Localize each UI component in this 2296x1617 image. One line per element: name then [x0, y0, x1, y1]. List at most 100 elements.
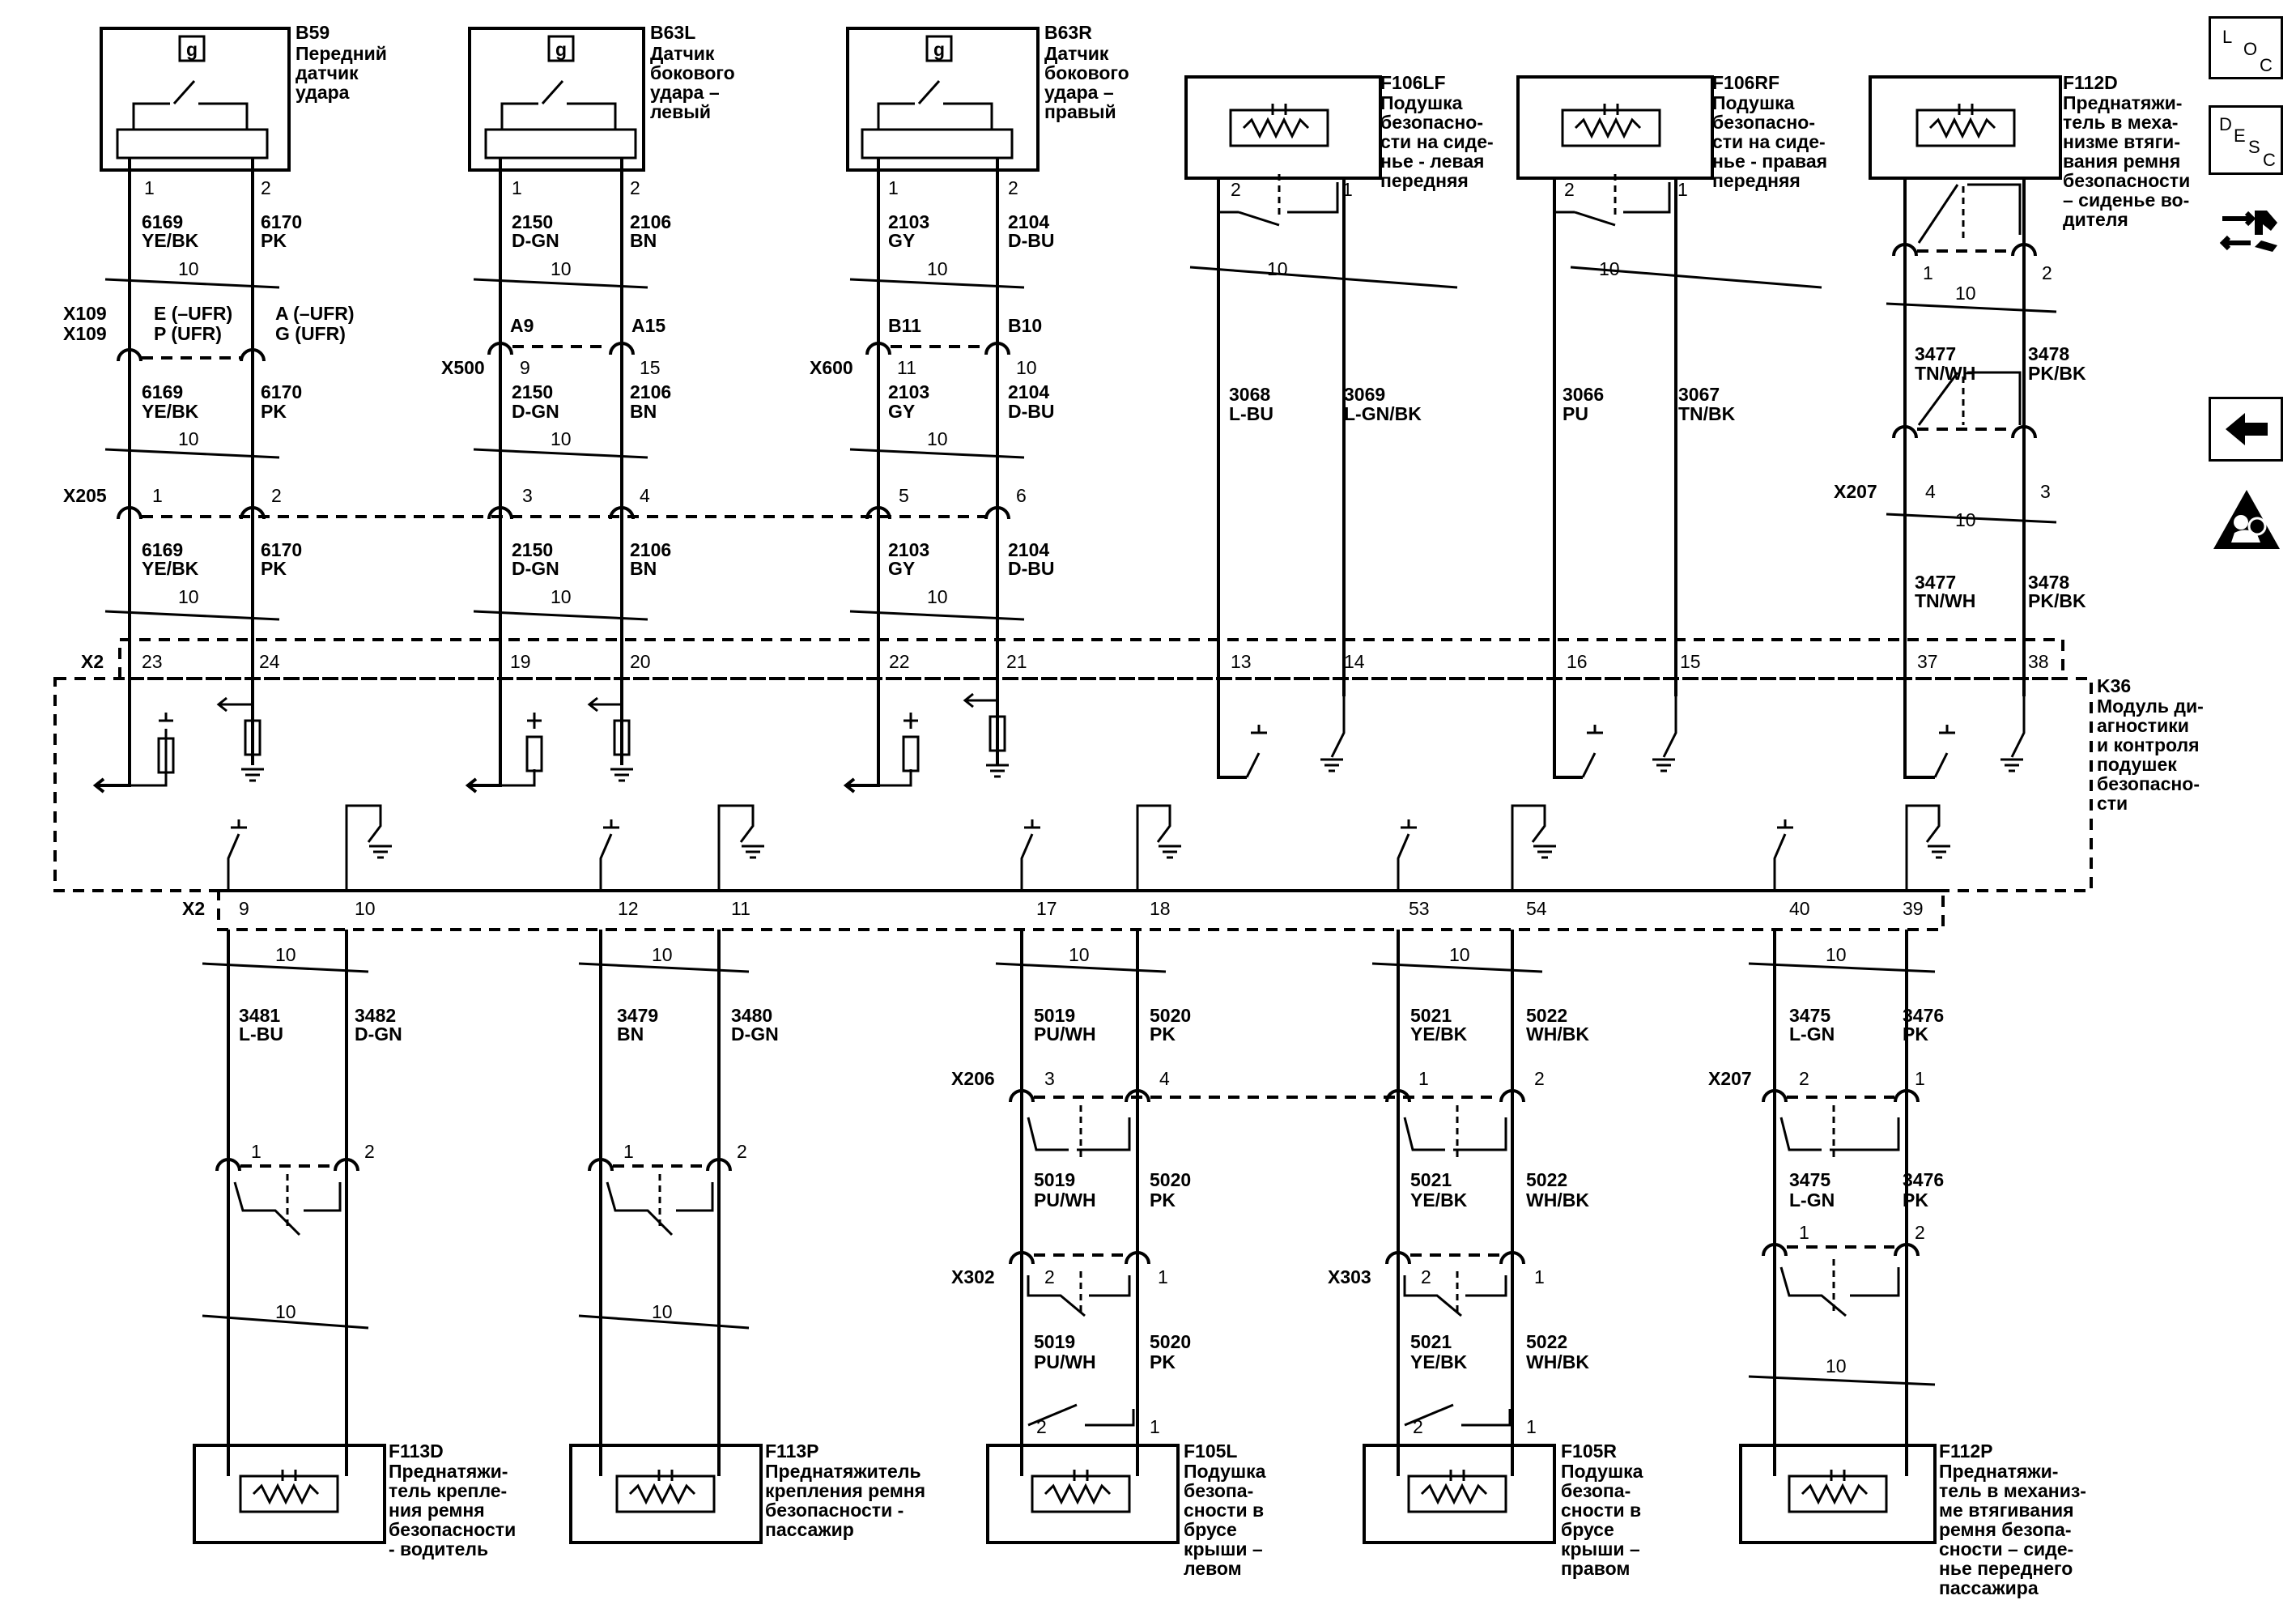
f113p-pretensioner-passenger: F113P Преднатяжитель крепления ремня без…	[569, 1440, 925, 1544]
svg-text:WH/BK: WH/BK	[1526, 1023, 1589, 1045]
svg-text:1: 1	[623, 1141, 634, 1162]
svg-text:передняя: передняя	[1712, 170, 1801, 191]
svg-text:и контроля: и контроля	[2097, 734, 2200, 755]
svg-text:10: 10	[1955, 509, 1976, 530]
svg-text:K36: K36	[2097, 675, 2131, 696]
svg-text:2150: 2150	[512, 539, 553, 560]
svg-text:2104: 2104	[1008, 211, 1049, 232]
svg-text:сти на сиде-: сти на сиде-	[1712, 131, 1826, 152]
bottom-wire-labels: 3481 L-BU 3482 D-GN 3479 BN 3480 D-GN 50…	[239, 1005, 1944, 1045]
svg-text:g: g	[933, 39, 945, 60]
svg-text:2150: 2150	[512, 381, 553, 402]
svg-text:Подушка: Подушка	[1380, 92, 1463, 113]
svg-text:бокового: бокового	[1044, 62, 1129, 83]
svg-text:1: 1	[1677, 179, 1688, 200]
svg-text:10: 10	[652, 944, 673, 965]
b63l-side-impact-sensor-left: g B63L Датчик бокового удара – левый	[468, 22, 735, 172]
svg-text:A9: A9	[510, 315, 534, 336]
svg-text:PU: PU	[1563, 403, 1588, 424]
svg-text:F105R: F105R	[1561, 1440, 1617, 1462]
svg-text:11: 11	[897, 357, 916, 378]
svg-text:безопасно-: безопасно-	[1380, 112, 1483, 133]
svg-text:3480: 3480	[731, 1005, 772, 1026]
svg-text:ния ремня: ния ремня	[389, 1500, 485, 1521]
svg-text:3476: 3476	[1903, 1005, 1944, 1026]
svg-text:4: 4	[1159, 1068, 1170, 1089]
svg-text:безопа-: безопа-	[1184, 1480, 1253, 1501]
svg-text:TN/WH: TN/WH	[1915, 590, 1975, 611]
svg-text:20: 20	[630, 651, 651, 672]
bottom-wiring	[227, 930, 1908, 1449]
svg-text:3: 3	[2040, 481, 2051, 502]
svg-text:тель в меха-: тель в меха-	[2063, 112, 2178, 133]
svg-text:10: 10	[275, 944, 296, 965]
svg-text:21: 21	[1006, 651, 1027, 672]
svg-text:9: 9	[520, 357, 530, 378]
svg-text:2: 2	[1799, 1068, 1809, 1089]
svg-text:PK: PK	[1903, 1023, 1928, 1045]
svg-text:3068: 3068	[1229, 384, 1270, 405]
svg-text:крыши –: крыши –	[1184, 1538, 1263, 1560]
connector-tool-icon[interactable]	[2214, 190, 2287, 263]
svg-text:Преднатяжи-: Преднатяжи-	[1939, 1461, 2058, 1482]
svg-text:2: 2	[1036, 1416, 1047, 1437]
svg-text:Преднатяжи-: Преднатяжи-	[2063, 92, 2182, 113]
lower-wire-labels: 5019 PU/WH 5020 PK 5021 YE/BK 5022 WH/BK	[1034, 1331, 1589, 1372]
k36-module: X2 X2 K36 Модуль ди- агностики и контрол…	[53, 638, 2204, 931]
back-button[interactable]	[2209, 397, 2283, 462]
svg-text:2: 2	[1564, 179, 1575, 200]
svg-text:X600: X600	[810, 357, 853, 378]
loc-button[interactable]: L O C	[2209, 16, 2283, 79]
svg-text:12: 12	[618, 898, 639, 919]
f113d-pretensioner-driver: F113D Преднатяжи- тель крепле- ния ремня…	[193, 1440, 516, 1560]
svg-text:пассажира: пассажира	[1939, 1577, 2039, 1598]
svg-text:PU/WH: PU/WH	[1034, 1023, 1096, 1045]
svg-text:B10: B10	[1008, 315, 1042, 336]
svg-text:нье - правая: нье - правая	[1712, 151, 1827, 172]
svg-text:2: 2	[1231, 179, 1241, 200]
svg-text:10: 10	[178, 428, 199, 449]
svg-text:5021: 5021	[1410, 1331, 1452, 1352]
desc-button[interactable]: D E S C	[2209, 105, 2283, 175]
svg-text:5020: 5020	[1150, 1005, 1191, 1026]
svg-text:19: 19	[510, 651, 531, 672]
svg-text:2106: 2106	[630, 539, 671, 560]
svg-text:2: 2	[1534, 1068, 1545, 1089]
svg-text:11: 11	[731, 898, 750, 919]
airbag-warning-icon[interactable]	[2210, 486, 2283, 555]
svg-text:5022: 5022	[1526, 1331, 1567, 1352]
svg-text:PK: PK	[1150, 1023, 1176, 1045]
svg-text:тель в механиз-: тель в механиз-	[1939, 1480, 2086, 1501]
svg-text:X302: X302	[951, 1266, 995, 1287]
svg-text:Подушка: Подушка	[1561, 1461, 1643, 1482]
svg-text:38: 38	[2028, 651, 2049, 672]
svg-text:BN: BN	[630, 401, 657, 422]
svg-text:22: 22	[889, 651, 910, 672]
svg-text:1: 1	[1418, 1068, 1429, 1089]
svg-text:24: 24	[259, 651, 280, 672]
svg-text:54: 54	[1526, 898, 1547, 919]
svg-text:крепления ремня: крепления ремня	[765, 1480, 925, 1501]
x2-upper-label: X2	[81, 651, 104, 672]
b63r-code: B63R	[1044, 22, 1092, 43]
svg-text:2104: 2104	[1008, 539, 1049, 560]
svg-text:безопасности -: безопасности -	[765, 1500, 904, 1521]
f105l-roof-airbag-left: 2 1 F105L Подушка безопа- сности в брусе…	[986, 1403, 1266, 1579]
svg-text:PK: PK	[1150, 1351, 1176, 1372]
svg-text:14: 14	[1344, 651, 1365, 672]
svg-text:2103: 2103	[888, 211, 929, 232]
svg-text:17: 17	[1036, 898, 1057, 919]
svg-text:PU/WH: PU/WH	[1034, 1189, 1096, 1211]
svg-text:F112P: F112P	[1939, 1440, 1993, 1462]
svg-text:10: 10	[927, 428, 948, 449]
svg-text:сности в: сности в	[1184, 1500, 1264, 1521]
svg-text:BN: BN	[617, 1023, 644, 1045]
svg-text:3481: 3481	[239, 1005, 280, 1026]
svg-text:10: 10	[1069, 944, 1090, 965]
svg-text:2: 2	[261, 177, 271, 198]
svg-text:безопа-: безопа-	[1561, 1480, 1631, 1501]
svg-text:PK: PK	[261, 401, 287, 422]
svg-text:D-GN: D-GN	[512, 558, 559, 579]
svg-text:23: 23	[142, 651, 163, 672]
svg-text:WH/BK: WH/BK	[1526, 1189, 1589, 1211]
